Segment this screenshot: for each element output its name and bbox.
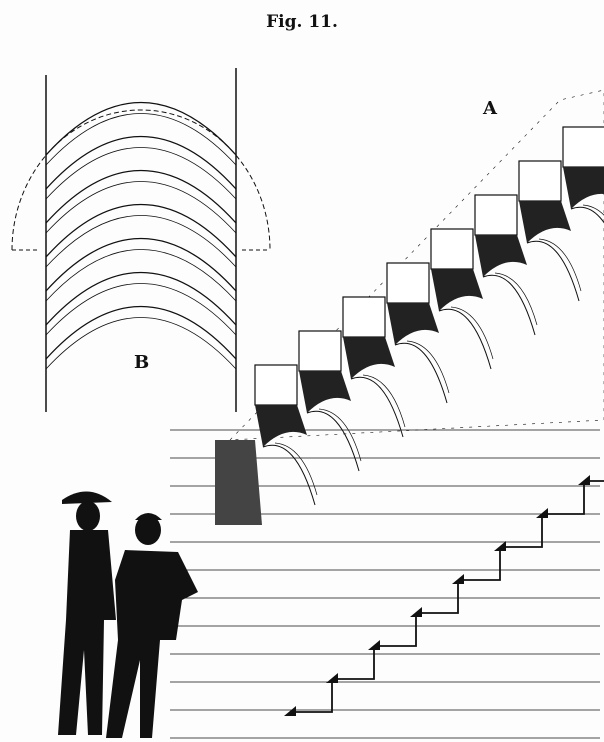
stair-step [458,547,501,581]
stone-block [386,262,430,304]
person-2-hat [135,513,162,520]
figure-caption: Fig. 11. [266,12,338,32]
arch-curve [482,274,536,336]
arch-ring [45,203,237,258]
person-2-body [106,550,198,738]
arch-curve-inner [538,238,582,292]
stair-step [542,481,585,515]
stair-shadow [578,475,590,485]
stair-step [500,514,543,548]
arch-ring [45,271,237,326]
stair-shadow [452,574,464,584]
stair-step [584,480,604,482]
arch-curve [262,444,316,506]
stone-block [562,126,604,168]
arch-shadow [475,235,527,277]
stair-shadow [326,673,338,683]
arch-curve [350,376,404,438]
bottom-arch-shadow [215,440,262,525]
arch-ring-inner [45,249,237,302]
arch-shadow [431,269,483,311]
person-2-head [135,515,161,545]
arch-ring-inner [45,317,237,370]
stair-step [290,679,333,713]
arch-ring [45,135,237,190]
stone-block [430,228,474,270]
person-1-body [58,530,116,735]
arch-shadow [255,405,307,447]
arch-curve-inner [582,204,604,216]
stair-shadow [536,508,548,518]
arch-ring-inner [45,181,237,234]
arch-ring-inner [45,113,237,166]
label-b: B [134,352,150,373]
arch-ring-inner [45,283,237,336]
arch-curve-inner [494,272,538,326]
arch-ring [45,101,237,156]
stair-shadow [284,706,296,716]
arch-curve [570,206,604,224]
stair-shadow [368,640,380,650]
stone-block [298,330,342,372]
stone-block [474,194,518,236]
person-1-head [76,501,100,531]
arch-shadow [387,303,439,345]
arch-curve-inner [406,340,450,394]
arch-ring-inner [45,147,237,200]
arch-shadow [343,337,395,379]
arch-curve-inner [274,442,318,496]
stone-block [254,364,298,406]
arch-curve-inner [318,408,362,462]
stair-step [416,580,459,614]
arch-shadow [299,371,351,413]
arch-outline-dashed [11,109,271,251]
stair-shadow [494,541,506,551]
arch-ring [45,169,237,224]
arch-shadow [563,167,604,209]
stone-block [342,296,386,338]
stone-block [518,160,562,202]
arch-shadow [519,201,571,243]
arch-ring-inner [45,215,237,268]
arch-ring [45,305,237,360]
arch-ring [45,237,237,292]
arch-curve [438,308,492,370]
label-a: A [483,98,497,119]
arch-curve-inner [450,306,494,360]
arch-curve [394,342,448,404]
stair-step [374,613,417,647]
arch-curve [306,410,360,472]
arch-curve-inner [362,374,406,428]
rubble-outline [229,89,604,441]
arch-curve [526,240,580,302]
stair-shadow [410,607,422,617]
person-1-hat [62,491,112,504]
stair-step [332,646,375,680]
